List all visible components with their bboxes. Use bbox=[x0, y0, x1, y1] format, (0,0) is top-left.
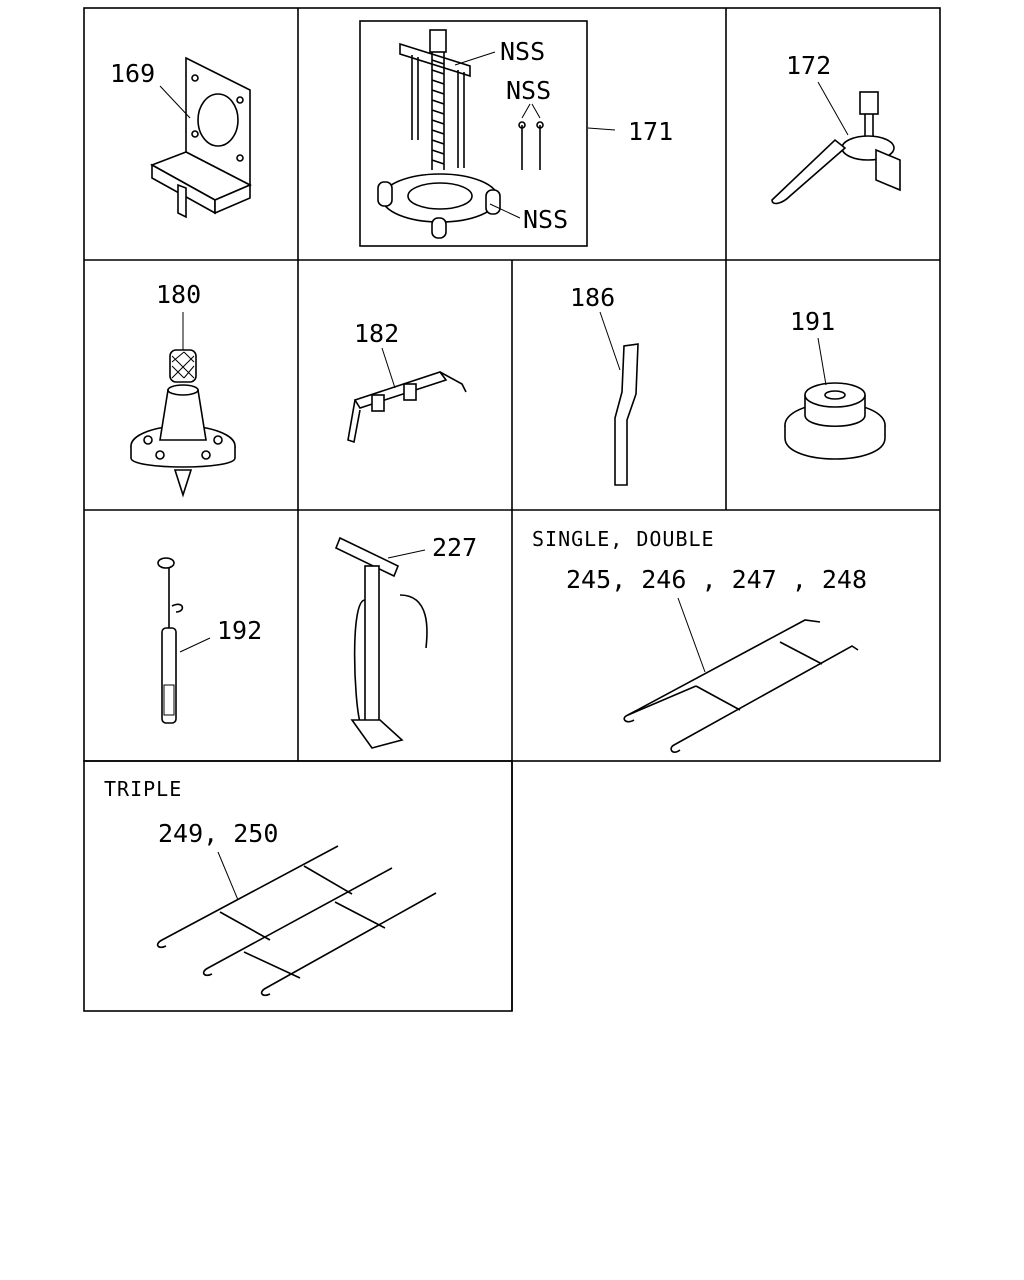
callout-172: 172 bbox=[786, 51, 831, 80]
part-169-bracket: 169 bbox=[110, 56, 252, 219]
part-186-rod: 186 bbox=[570, 283, 639, 486]
callout-nss-pins: NSS bbox=[506, 76, 551, 105]
callout-nss-base: NSS bbox=[523, 205, 568, 234]
callout-180: 180 bbox=[156, 280, 201, 309]
part-180-base: 180 bbox=[130, 280, 236, 498]
part-245-248-chain: SINGLE, DOUBLE 245, 246 , 247 , 248 bbox=[532, 527, 867, 753]
callout-245-248: 245, 246 , 247 , 248 bbox=[566, 565, 867, 594]
part-192-probe: 192 bbox=[157, 557, 262, 724]
part-182-bracket: 182 bbox=[347, 319, 467, 444]
callout-171: 171 bbox=[628, 117, 673, 146]
callout-182: 182 bbox=[354, 319, 399, 348]
part-191-cap: 191 bbox=[784, 307, 886, 460]
caption-single-double: SINGLE, DOUBLE bbox=[532, 527, 715, 551]
callout-191: 191 bbox=[790, 307, 835, 336]
callout-nss-bar: NSS bbox=[500, 37, 545, 66]
callout-249-250: 249, 250 bbox=[158, 819, 278, 848]
callout-227: 227 bbox=[432, 533, 477, 562]
caption-triple: TRIPLE bbox=[104, 777, 182, 801]
part-171-puller: NSS NSS NSS 171 bbox=[359, 20, 673, 247]
callout-169: 169 bbox=[110, 59, 155, 88]
part-249-250-chain: TRIPLE 249, 250 bbox=[104, 777, 437, 997]
callout-192: 192 bbox=[217, 616, 262, 645]
callout-186: 186 bbox=[570, 283, 615, 312]
part-227-pump: 227 bbox=[334, 533, 477, 749]
cell-grid bbox=[83, 7, 941, 1012]
part-172-clamp: 172 bbox=[771, 51, 901, 205]
